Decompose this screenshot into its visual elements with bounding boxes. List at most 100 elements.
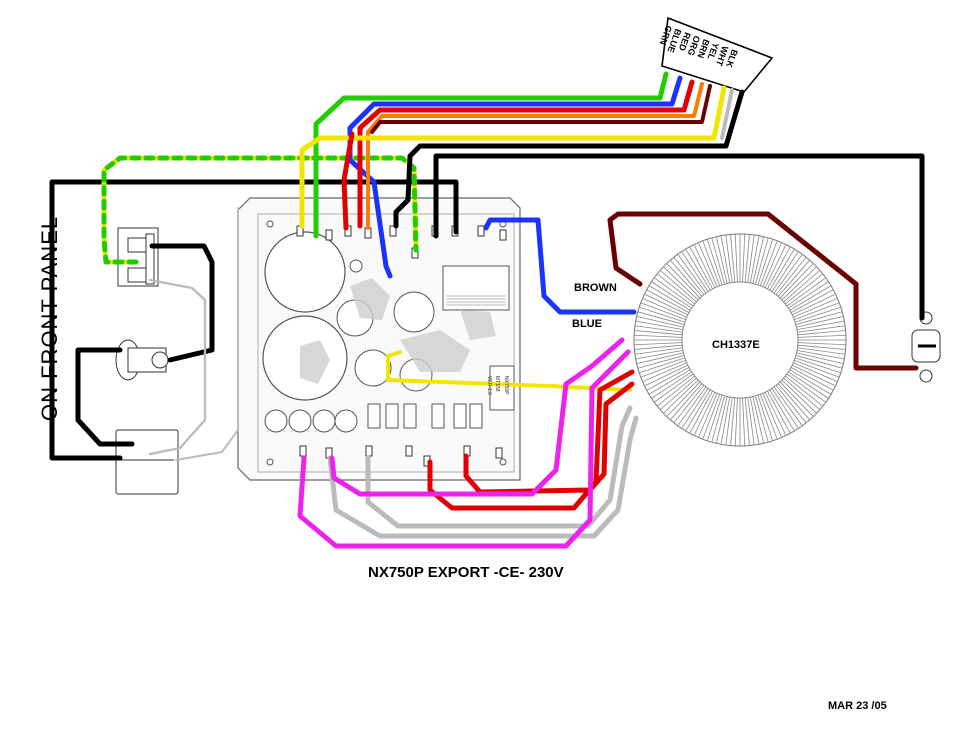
pcb-board <box>237 197 521 481</box>
toroid-winding <box>635 315 684 331</box>
wire-black-inlet <box>149 243 215 363</box>
wires <box>49 71 925 549</box>
wire-black-conn <box>393 89 745 229</box>
toroid-winding <box>685 389 713 434</box>
toroid-winding <box>715 235 731 284</box>
toroid-winding <box>662 379 701 418</box>
wire-yellow <box>299 85 727 229</box>
diagram-title: NX750P EXPORT -CE- 230V <box>368 564 564 581</box>
toroidal-transformer <box>633 233 847 447</box>
toroid-winding <box>797 339 847 346</box>
toroid-winding <box>749 396 765 445</box>
toroid-winding <box>689 243 716 290</box>
toroid-winding <box>773 385 807 427</box>
toroid-winding <box>760 393 783 440</box>
toroid-winding <box>633 325 683 336</box>
toroid-winding <box>777 381 814 421</box>
toroid-winding <box>648 281 692 311</box>
wire-brown <box>370 84 712 134</box>
wire-gray-switch-board <box>175 207 239 461</box>
toroid-winding <box>788 369 832 399</box>
wire-green <box>313 71 669 239</box>
toroid-winding <box>783 269 824 305</box>
wire-black-fuse <box>75 347 135 447</box>
front-panel-label: ON FRONT PANEL <box>37 215 62 421</box>
toroid-winding <box>764 390 791 437</box>
ac-inlet <box>117 227 159 287</box>
toroid-winding <box>730 397 738 447</box>
toroid-winding <box>643 289 690 316</box>
toroid-winding <box>790 364 837 391</box>
toroid-winding <box>656 375 697 411</box>
toroid-winding <box>757 238 778 286</box>
transformer-part-label: CH1337E <box>712 339 760 351</box>
toroid-winding <box>711 395 728 444</box>
board-part: MT158 <box>494 376 500 392</box>
toroid-winding <box>638 357 686 378</box>
toroid-winding <box>786 277 830 309</box>
toroid-winding <box>789 285 834 313</box>
toroid-winding <box>677 386 709 430</box>
heatsink <box>442 265 510 311</box>
wire-yellow-secondary <box>386 350 632 392</box>
toroid-winding <box>697 240 720 287</box>
toroid-winding <box>793 360 840 383</box>
toroid-winding <box>752 236 769 285</box>
revision-date: MAR 23 /05 <box>828 700 887 712</box>
toroid-winding <box>640 297 687 320</box>
toroid-winding <box>633 334 683 341</box>
toroid-winding <box>755 395 774 443</box>
wire-white <box>720 88 734 140</box>
toroid-winding <box>673 253 707 295</box>
wire-magenta-1 <box>329 337 625 497</box>
toroid-winding <box>797 330 847 338</box>
power-switch <box>115 429 179 495</box>
wire-black-front-panel <box>49 179 459 461</box>
toroid-winding <box>659 266 699 303</box>
wire-orange <box>366 82 704 230</box>
toroid-winding <box>681 248 711 292</box>
toroid-winding <box>693 392 718 438</box>
toroid-inner <box>681 281 799 399</box>
toroid-winding <box>650 371 694 403</box>
brown-wire-label: BROWN <box>574 282 617 294</box>
fuse-holder <box>115 339 169 381</box>
toroid-winding <box>720 396 733 446</box>
capacitor-large-1 <box>264 231 346 313</box>
toroid-winding <box>739 397 746 447</box>
wire-magenta-2 <box>297 349 631 549</box>
toroid-winding <box>734 233 741 283</box>
toroid-winding <box>781 377 821 414</box>
toroid-winding <box>742 233 750 283</box>
toroid-winding <box>775 256 811 297</box>
board-model: NX750P <box>503 376 509 395</box>
toroid-winding <box>797 344 847 355</box>
toroid-winding <box>767 246 795 291</box>
wire-gray-2 <box>327 415 639 539</box>
toroid-winding <box>725 233 736 283</box>
toroid-winding <box>702 394 723 442</box>
toroid-winding <box>762 242 787 288</box>
toroid-winding <box>706 237 725 285</box>
wire-red <box>357 79 695 229</box>
wire-gray-1 <box>365 405 633 529</box>
wire-black-thermal <box>433 153 925 321</box>
toroid-winding <box>785 373 827 407</box>
toroid-winding <box>646 367 691 395</box>
wire-gray-inlet-switch <box>148 278 207 456</box>
toroid-winding <box>792 293 838 318</box>
wire-blue-primary <box>483 217 637 315</box>
toroid-winding <box>637 306 685 325</box>
blue-wire-label: BLUE <box>572 318 602 330</box>
toroid-winding <box>769 388 799 432</box>
toroid-winding <box>636 352 685 369</box>
toroid-winding <box>633 342 683 350</box>
wire-brown-primary <box>607 211 919 371</box>
toroid-winding <box>796 320 846 333</box>
toroid-winding <box>653 273 695 307</box>
toroid-winding <box>669 383 705 424</box>
wire-red-board <box>341 131 355 231</box>
toroid-winding <box>747 234 760 284</box>
toroid-winding <box>794 302 842 323</box>
